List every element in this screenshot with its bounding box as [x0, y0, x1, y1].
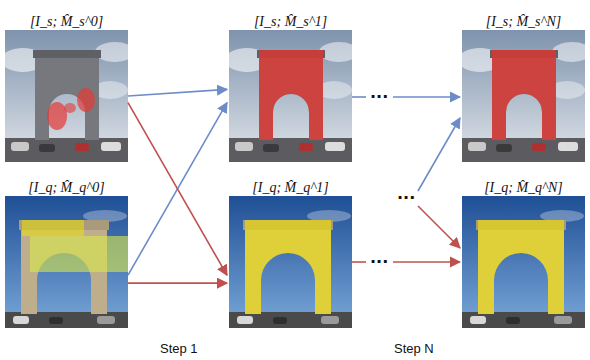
panel-heading: [I_q; M̂_q^N] [462, 170, 585, 196]
flow-arrow [128, 103, 227, 276]
step-label: Step 1 [160, 341, 198, 356]
image-panel: [I_s; M̂_s^N] [462, 4, 585, 162]
image-area [462, 196, 585, 328]
image-area [462, 30, 585, 162]
panel-heading: [I_q; M̂_q^0] [5, 170, 128, 196]
image-area [229, 30, 352, 162]
panel-heading: [I_q; M̂_q^1] [229, 170, 352, 196]
image-area [5, 196, 128, 328]
image-panel: [I_q; M̂_q^N] [462, 170, 585, 328]
image-area [5, 30, 128, 162]
image-panel: [I_q; M̂_q^1] [229, 170, 352, 328]
image-panel: [I_q; M̂_q^0] [5, 170, 128, 328]
flow-arrow [128, 282, 227, 284]
step-label: Step N [394, 341, 434, 356]
image-panel: [I_s; M̂_s^0] [5, 4, 128, 162]
image-area [229, 196, 352, 328]
panel-heading: [I_s; M̂_s^1] [229, 4, 352, 30]
ellipsis-mark: ··· [370, 88, 388, 106]
ellipsis-mark: ··· [397, 189, 415, 207]
flow-arrow [128, 103, 227, 276]
flow-arrow [128, 89, 227, 96]
ellipsis-mark: ··· [370, 253, 388, 271]
panel-heading: [I_s; M̂_s^N] [462, 4, 585, 30]
panel-heading: [I_s; M̂_s^0] [5, 4, 128, 30]
image-panel: [I_s; M̂_s^1] [229, 4, 352, 162]
